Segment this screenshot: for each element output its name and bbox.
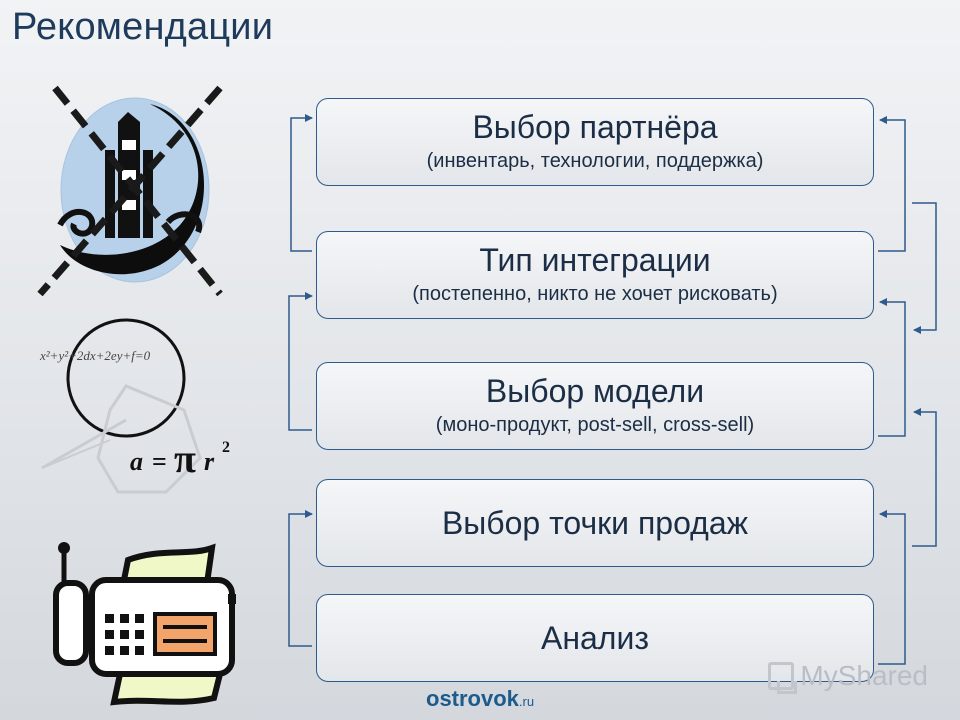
area-formula-a: a — [130, 447, 143, 476]
area-formula-equals: = — [152, 447, 167, 476]
myshared-watermark: MyShared — [768, 656, 928, 696]
left-arrow-1 — [290, 114, 313, 252]
step-box-analysis: Анализ — [316, 594, 874, 682]
step-subtitle: (моно-продукт, post-sell, cross-sell) — [435, 414, 755, 436]
slide-title: Рекомендации — [12, 6, 274, 48]
step-box-partner-choice: Выбор партнёра (инвентарь, технологии, п… — [316, 98, 874, 186]
right-arrow-1 — [878, 116, 906, 252]
geometry-formula-icon: x²+y²+2dx+2ey+f=0 a = π r 2 — [39, 318, 230, 494]
step-box-point-of-sale: Выбор точки продаж — [316, 479, 874, 567]
step-title: Выбор партнёра — [472, 109, 718, 145]
area-formula-exponent: 2 — [222, 439, 230, 456]
step-title: Тип интеграции — [479, 242, 711, 278]
illustrations-panel: x²+y²+2dx+2ey+f=0 a = π r 2 — [37, 85, 236, 706]
fax-machine-icon — [53, 542, 236, 706]
right-arrow-3 — [878, 298, 906, 437]
circle-equation-text: x²+y²+2dx+2ey+f=0 — [39, 348, 151, 363]
step-subtitle: (инвентарь, технологии, поддержка) — [426, 150, 764, 172]
logo-tld-text: .ru — [518, 694, 535, 709]
right-arrow-4 — [912, 408, 937, 547]
step-box-integration-type: Тип интеграции (постепенно, никто не хоч… — [316, 231, 874, 319]
myshared-logo-icon — [768, 662, 798, 694]
left-arrow-3 — [288, 510, 313, 647]
step-title: Выбор модели — [485, 373, 705, 409]
watermark-text: MyShared — [800, 660, 928, 691]
right-arrow-5 — [878, 510, 906, 665]
area-formula-pi: π — [174, 436, 196, 481]
step-title: Анализ — [540, 620, 650, 656]
step-title: Выбор точки продаж — [441, 505, 749, 541]
crossed-out-space-shuttle-icon — [37, 85, 223, 297]
ostrovok-logo: ostrovok.ru — [426, 686, 534, 712]
step-subtitle: (постепенно, никто не хочет рисковать) — [412, 283, 778, 305]
left-arrow-2 — [288, 292, 313, 431]
logo-main-text: ostrovok — [426, 686, 519, 711]
step-box-model-choice: Выбор модели (моно-продукт, post-sell, c… — [316, 362, 874, 450]
area-formula-r: r — [204, 447, 215, 476]
right-arrow-2 — [912, 202, 937, 334]
